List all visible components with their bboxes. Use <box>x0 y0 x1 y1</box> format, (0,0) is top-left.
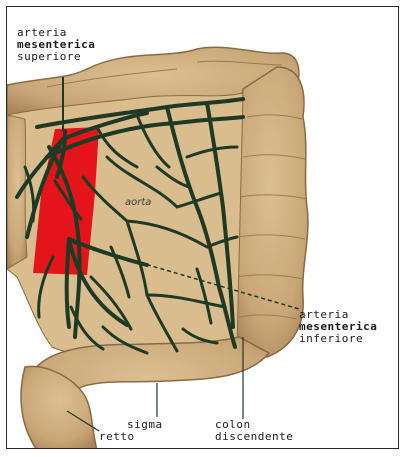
label-retto: retto <box>99 431 135 443</box>
sma-line3: superiore <box>17 51 95 63</box>
ascending-colon <box>7 115 27 269</box>
label-arteria-mesenterica-superiore: arteria mesenterica superiore <box>17 27 95 63</box>
diagram-drawing <box>7 7 399 449</box>
label-colon-discendente: colon discendente <box>215 419 293 443</box>
figure-frame: arteria mesenterica superiore aorta arte… <box>6 6 399 449</box>
ima-line3: inferiore <box>299 333 377 345</box>
colon-line2: discendente <box>215 431 293 443</box>
descending-colon <box>233 67 308 357</box>
label-aorta: aorta <box>125 197 151 208</box>
label-arteria-mesenterica-inferiore: arteria mesenterica inferiore <box>299 309 377 345</box>
